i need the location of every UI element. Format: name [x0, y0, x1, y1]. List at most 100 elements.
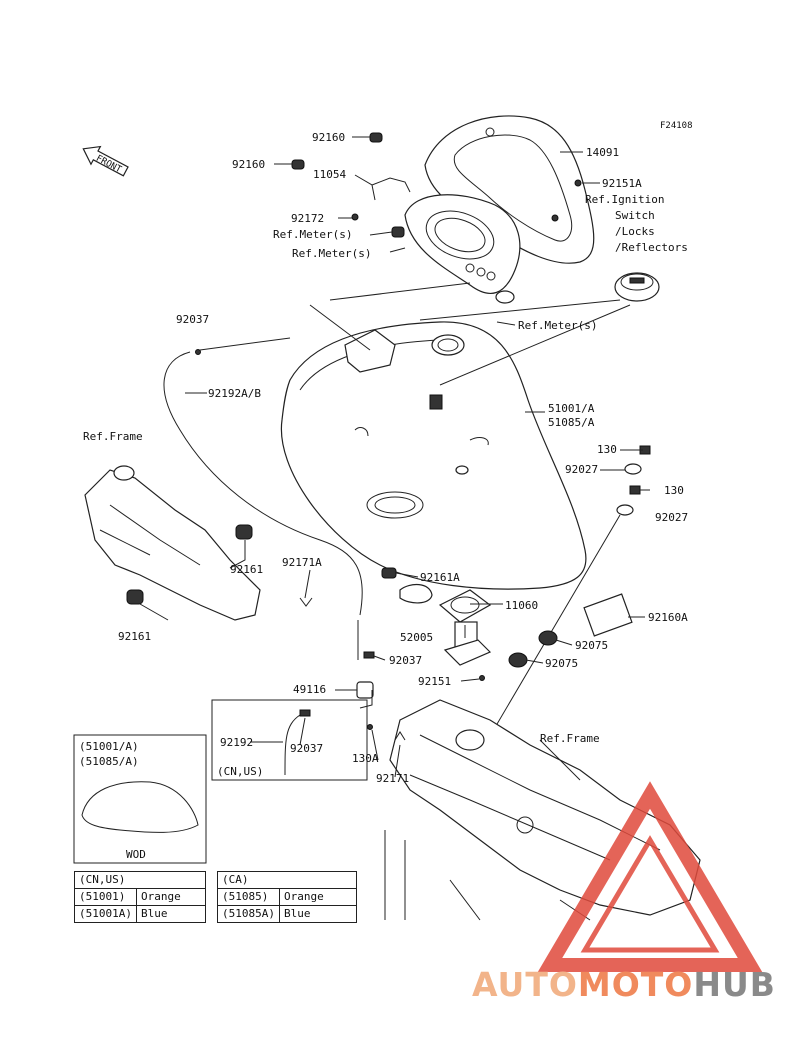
table-cell: Blue [135, 905, 206, 923]
label-92037-a: 92037 [176, 313, 209, 326]
table-cell: Orange [135, 888, 206, 906]
table-cell: (51001) [74, 888, 137, 906]
label-92075-b: 92075 [545, 657, 578, 670]
table-cell: (51085A) [217, 905, 280, 923]
damper-92161-b [126, 589, 144, 605]
label-ref-meter-2: Ref.Meter(s) [292, 247, 371, 260]
label-ref-meter-3: Ref.Meter(s) [518, 319, 597, 332]
clip-92171A [299, 597, 313, 607]
clamp-92037-a [195, 349, 201, 355]
label-ref-ignition-4: /Reflectors [615, 241, 688, 254]
inset-line-2: (51085/A) [79, 755, 139, 768]
label-ref-ignition-2: Switch [615, 209, 655, 222]
label-92037-c: 92037 [290, 742, 323, 755]
label-ref-frame-1: Ref.Frame [83, 430, 143, 443]
label-52005: 52005 [400, 631, 433, 644]
pad-92160A [583, 593, 633, 637]
label-92160-a: 92160 [312, 131, 345, 144]
label-130A: 130A [352, 752, 379, 765]
label-92151: 92151 [418, 675, 451, 688]
fuel-hose-92192AB [163, 351, 363, 616]
table-row: (51001) Orange [74, 888, 206, 906]
inset-caption: WOD [126, 848, 146, 861]
fuel-pump-part [399, 584, 492, 666]
table-row: (51085) Orange [217, 888, 357, 906]
label-92192AB: 92192A/B [208, 387, 261, 400]
figure-id: F24108 [660, 121, 693, 131]
leader-lines [139, 136, 650, 781]
color-table-cn-us: (CN,US) (51001) Orange (51001A) Blue [74, 871, 206, 923]
bracket-11054 [371, 177, 411, 193]
label-92160-b: 92160 [232, 158, 265, 171]
label-ref-frame-2: Ref.Frame [540, 732, 600, 745]
inset-line-1: (51001/A) [79, 740, 139, 753]
bolt-92151A [574, 179, 582, 187]
label-14091: 14091 [586, 146, 619, 159]
label-49116: 49116 [293, 683, 326, 696]
label-11060: 11060 [505, 599, 538, 612]
bolt-92151 [479, 675, 485, 681]
table-row: (51001A) Blue [74, 905, 206, 923]
grommet-ref-meter [391, 226, 405, 238]
label-51001A: 51001/A [548, 402, 595, 415]
frame-right-part [384, 699, 701, 921]
label-92172: 92172 [291, 212, 324, 225]
label-92027-b: 92027 [655, 511, 688, 524]
label-130-a: 130 [597, 443, 617, 456]
label-92161-a: 92161 [230, 563, 263, 576]
label-ref-meter-1: Ref.Meter(s) [273, 228, 352, 241]
part-labels: 92160 92160 11054 92172 Ref.Meter(s) Ref… [79, 131, 688, 861]
fuel-tank-part [280, 321, 587, 590]
watermark-logo-icon [537, 781, 763, 972]
damper-92075-b [508, 652, 528, 668]
label-92171: 92171 [376, 772, 409, 785]
collar-92027-a [624, 463, 642, 475]
label-92161A: 92161A [420, 571, 460, 584]
meter-housing-part [404, 194, 521, 304]
label-130-b: 130 [664, 484, 684, 497]
table-left-header: (CN,US) [74, 871, 206, 889]
clamp-92037-b [363, 651, 375, 659]
damper-92161-a [235, 524, 253, 540]
bolt-130A [367, 724, 373, 730]
filter-49116 [356, 681, 374, 699]
bolt-130-b [629, 485, 641, 495]
watermark-part-1: AUTO [472, 965, 578, 1004]
watermark-part-2: MOTO [577, 965, 694, 1004]
bolt-92172 [351, 213, 359, 221]
collar-92027-b [616, 504, 634, 516]
table-cell: Blue [278, 905, 357, 923]
table-cell: (51001A) [74, 905, 137, 923]
label-92075-a: 92075 [575, 639, 608, 652]
label-ref-ignition-1: Ref.Ignition [585, 193, 664, 206]
table-right-header: (CA) [217, 871, 357, 889]
label-51085A: 51085/A [548, 416, 595, 429]
label-92160A: 92160A [648, 611, 688, 624]
watermark-text: AUTOMOTOHUB [472, 965, 776, 1004]
grommet-92161A [381, 567, 397, 579]
table-row: (51085A) Blue [217, 905, 357, 923]
label-92171A: 92171A [282, 556, 322, 569]
grommet-92160-a [369, 132, 383, 143]
label-92027-a: 92027 [565, 463, 598, 476]
clip-92171 [394, 731, 406, 741]
watermark-part-3: HUB [693, 965, 776, 1004]
label-92037-b: 92037 [389, 654, 422, 667]
label-cnus: (CN,US) [217, 765, 263, 778]
cnus-box [211, 699, 368, 781]
fuel-cap-part [614, 272, 660, 302]
label-92192: 92192 [220, 736, 253, 749]
frame-left-part [84, 465, 261, 621]
label-92161-b: 92161 [118, 630, 151, 643]
damper-92075-a [538, 630, 558, 646]
table-cell: (51085) [217, 888, 280, 906]
front-arrow-icon: FRONT [82, 145, 129, 177]
inset-wod [73, 734, 207, 864]
label-92151A: 92151A [602, 177, 642, 190]
label-11054: 11054 [313, 168, 346, 181]
grommet-92160-b [291, 159, 305, 170]
table-cell: Orange [278, 888, 357, 906]
label-ref-ignition-3: /Locks [615, 225, 655, 238]
color-table-ca: (CA) (51085) Orange (51085A) Blue [217, 871, 357, 923]
